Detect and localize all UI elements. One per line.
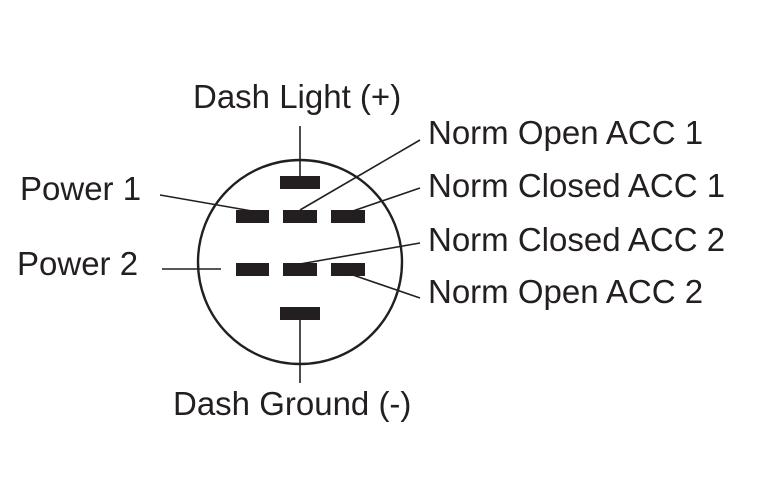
pin-norm-open-acc-2 [331, 263, 365, 276]
leader-norm-open-acc-1 [299, 139, 421, 211]
pin-norm-closed-acc-1 [331, 210, 365, 223]
pin-power-1 [236, 210, 269, 223]
leader-norm-closed-acc-1 [349, 187, 421, 213]
pin-power-2 [236, 263, 269, 276]
leader-norm-open-acc-2 [349, 273, 421, 299]
label-dash-light: Dash Light (+) [193, 78, 401, 115]
label-power-2: Power 2 [17, 245, 138, 282]
label-norm-open-acc-1: Norm Open ACC 1 [428, 114, 703, 151]
leader-power-1 [159, 194, 253, 212]
label-norm-closed-acc-2: Norm Closed ACC 2 [428, 221, 725, 258]
label-norm-closed-acc-1: Norm Closed ACC 1 [428, 167, 725, 204]
pin-dash-ground [280, 307, 320, 320]
label-power-1: Power 1 [20, 170, 141, 207]
leader-norm-closed-acc-2 [299, 242, 421, 265]
pin-norm-closed-acc-2 [283, 263, 317, 276]
pin-dash-light [280, 176, 320, 189]
pin-norm-open-acc-1 [283, 210, 317, 223]
label-dash-ground: Dash Ground (-) [173, 385, 411, 422]
label-norm-open-acc-2: Norm Open ACC 2 [428, 273, 703, 310]
